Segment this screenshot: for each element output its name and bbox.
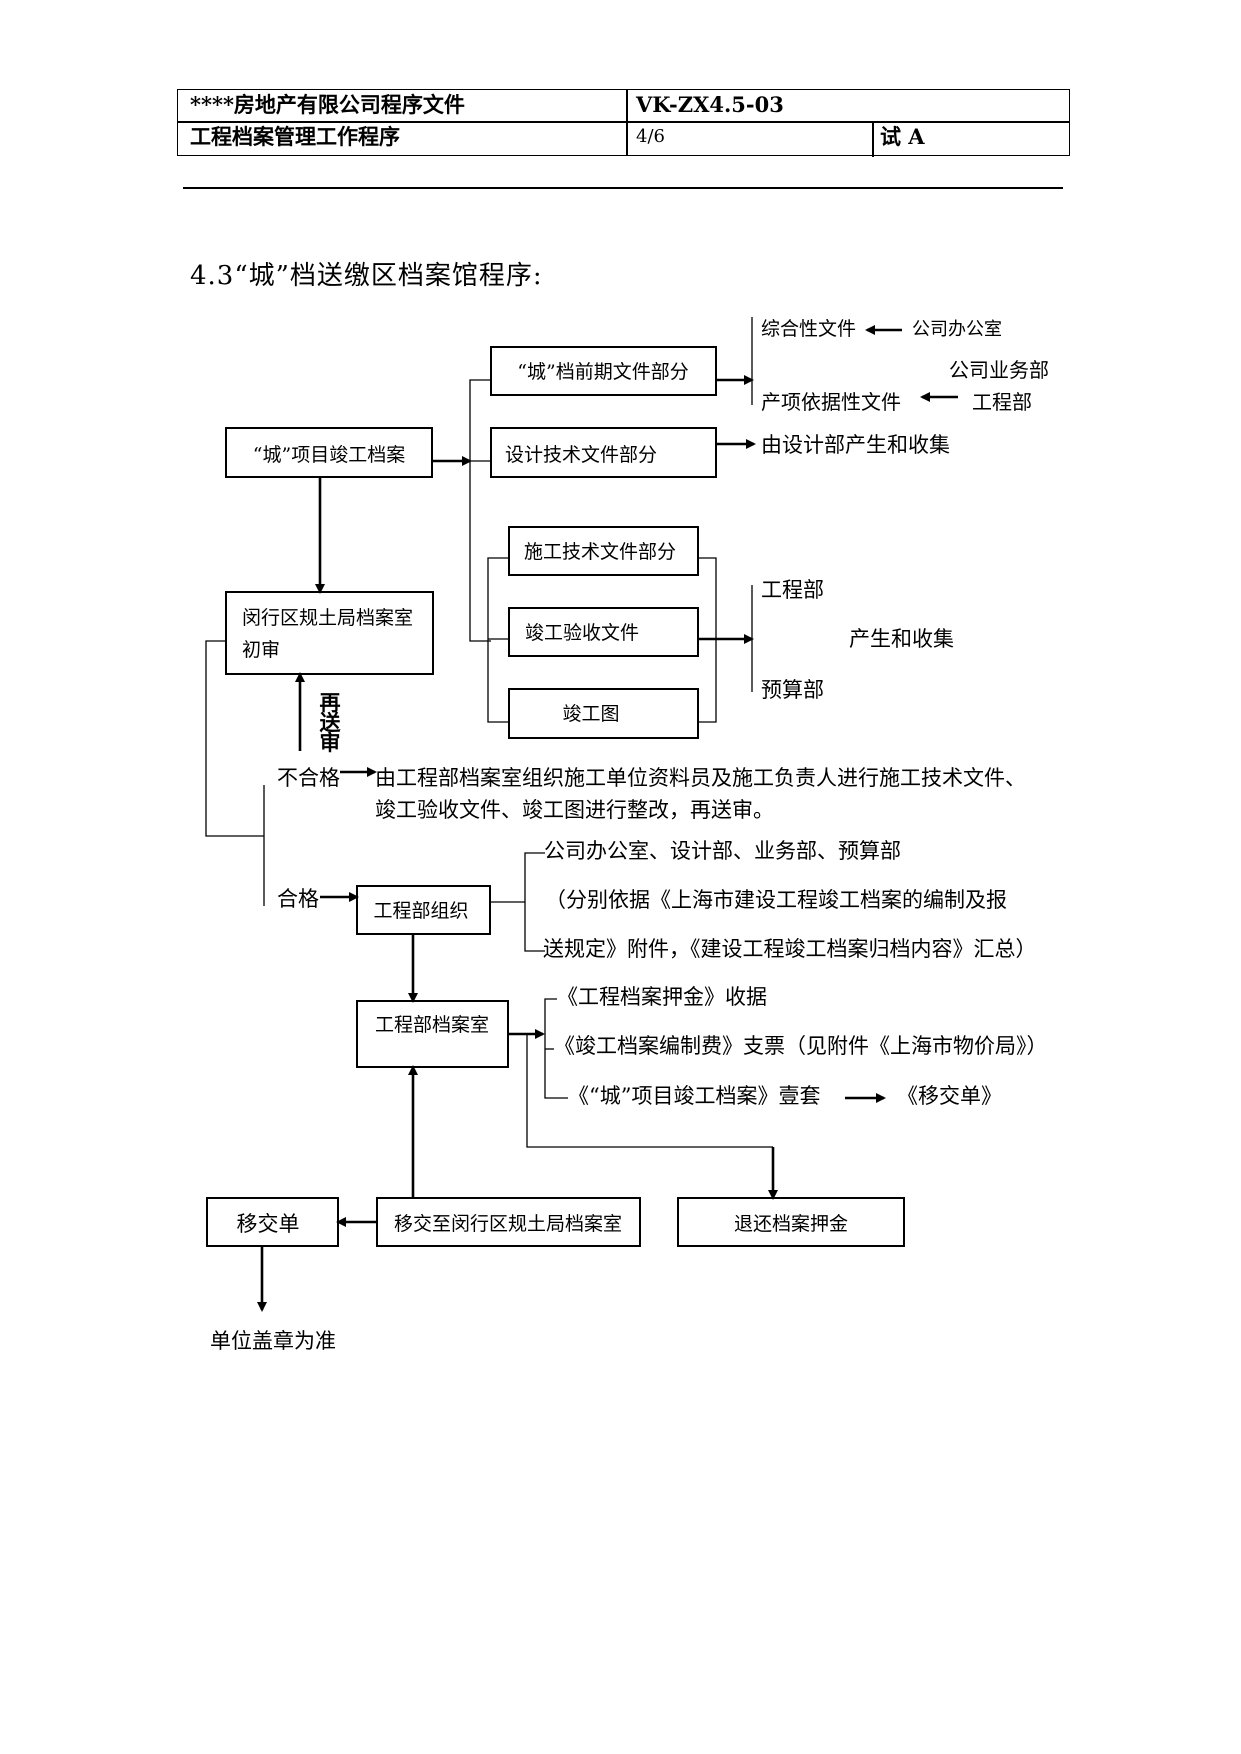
produce-collect-label: 产生和收集 (849, 627, 954, 651)
transfer-to-label: 移交至闵行区规土局档案室 (394, 1213, 622, 1235)
section-title: 4.3“城”档送缴区档案馆程序: (190, 261, 543, 291)
box-eng-archive-room (356, 1000, 509, 1068)
company-doc-title: ****房地产有限公司程序文件 (190, 92, 465, 117)
eng-dept-b-label: 工程部 (761, 578, 824, 602)
early-docs-label: “城”档前期文件部分 (517, 361, 688, 383)
general-docs-label: 综合性文件 (761, 318, 856, 340)
by-design-label: 由设计部产生和收集 (761, 433, 950, 457)
district-review-line2: 初审 (242, 639, 280, 661)
doc-title: 工程档案管理工作程序 (190, 124, 400, 149)
basis-line-1: （分别依据《上海市建设工程竣工档案的编制及报 (545, 888, 1007, 912)
refund-deposit-label: 退还档案押金 (734, 1213, 848, 1235)
box-district-review (225, 591, 434, 675)
design-docs-label: 设计技术文件部分 (505, 444, 657, 466)
eng-organize-label: 工程部组织 (373, 900, 468, 922)
header-rule (183, 187, 1063, 189)
box-design-docs (490, 427, 717, 478)
resubmit-char-1: 再 (320, 690, 341, 715)
transfer-form-ref-label: 《移交单》 (897, 1084, 1002, 1108)
resubmit-char-2: 送 (320, 710, 342, 735)
header-col-divider-2 (872, 121, 874, 157)
acceptance-docs-label: 竣工验收文件 (525, 622, 639, 644)
unqualified-text-1: 由工程部档案室组织施工单位资料员及施工负责人进行施工技术文件、 (375, 766, 1026, 790)
header-col-divider (626, 90, 628, 155)
version: 试 A (880, 124, 925, 149)
one-set-label: 《“城”项目竣工档案》壹套 (568, 1084, 820, 1108)
box-transfer-to (376, 1197, 641, 1247)
transfer-form-label: 移交单 (237, 1212, 300, 1236)
line-to-refund (526, 1034, 773, 1148)
qualified-label: 合格 (277, 887, 319, 911)
page-number: 4/6 (636, 126, 665, 147)
depts-label: 公司办公室、设计部、业务部、预算部 (544, 839, 901, 863)
bracket-eng-organize (524, 852, 545, 952)
header-row-divider (178, 121, 1069, 123)
box-eng-organize (356, 885, 491, 935)
box-asbuilt-drawing (508, 688, 699, 739)
project-archive-label: “城”项目竣工档案 (253, 444, 405, 466)
company-business-label: 公司业务部 (949, 358, 1049, 382)
bracket-main (469, 379, 491, 642)
box-early-docs (490, 346, 717, 396)
header-table: ****房地产有限公司程序文件 VK-ZX4.5-03 工程档案管理工作程序 4… (177, 89, 1070, 157)
resubmit-char-3: 审 (320, 730, 341, 755)
box-acceptance-docs (508, 607, 699, 657)
eng-dept-a-label: 工程部 (972, 390, 1032, 414)
bracket-review-left (205, 640, 264, 837)
eng-archive-room-label: 工程部档案室 (375, 1014, 489, 1036)
stamp-standard-label: 单位盖章为准 (210, 1329, 336, 1353)
fee-cheque-label: 《竣工档案编制费》支票（见附件《上海市物价局》） (554, 1034, 1048, 1058)
box-construction-docs (508, 526, 699, 576)
box-refund-deposit (677, 1197, 905, 1247)
bracket-construction-left (487, 557, 509, 723)
doc-code: VK-ZX4.5-03 (636, 92, 784, 117)
asbuilt-drawing-label: 竣工图 (562, 703, 619, 725)
district-review-line1: 闵行区规土局档案室 (242, 607, 413, 629)
construction-docs-label: 施工技术文件部分 (524, 541, 676, 563)
unqualified-text-2: 竣工验收文件、竣工图进行整改，再送审。 (375, 798, 774, 822)
unqualified-label: 不合格 (277, 766, 340, 790)
company-office-label: 公司办公室 (912, 319, 1002, 340)
box-project-archive (225, 427, 433, 478)
basis-docs-label: 产项依据性文件 (761, 390, 901, 414)
budget-dept-label: 预算部 (761, 678, 824, 702)
basis-line-2: 送规定》附件，《建设工程竣工档案归档内容》汇总） (543, 937, 1037, 961)
deposit-receipt-label: 《工程档案押金》收据 (557, 985, 767, 1009)
